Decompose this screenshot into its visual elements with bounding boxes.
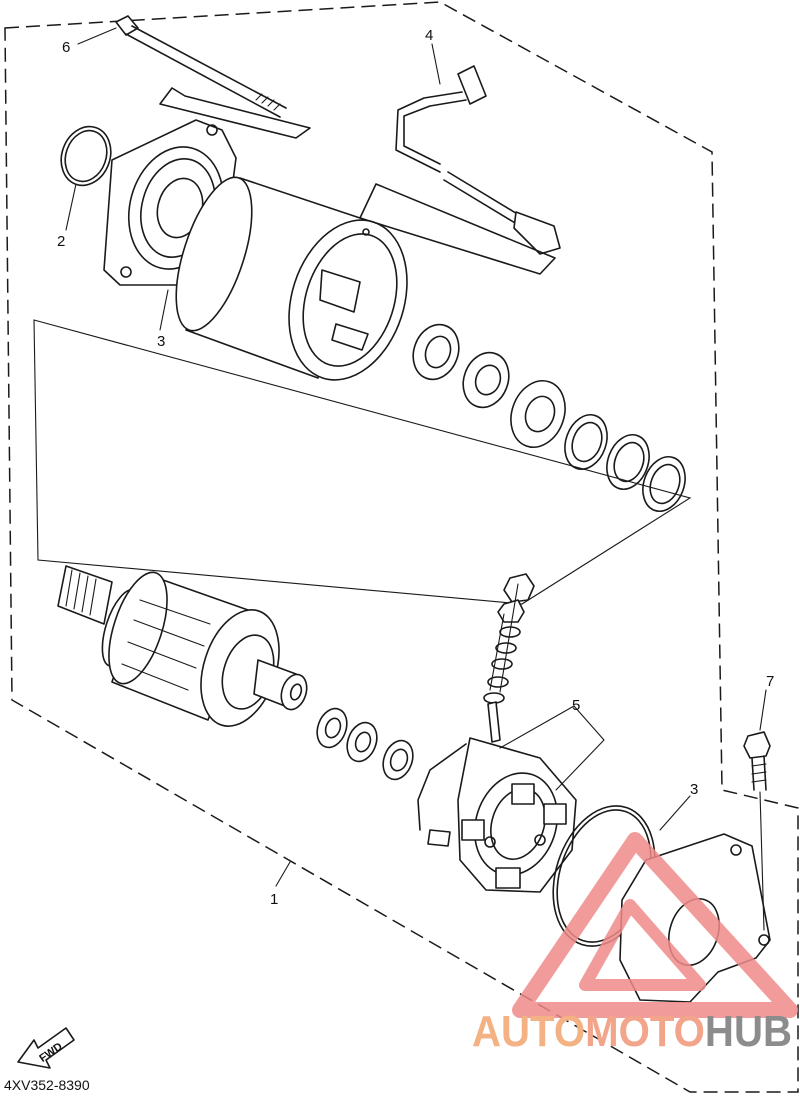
diagram-part-code: 4XV352-8390 <box>4 1077 90 1093</box>
callout-3-front: 3 <box>157 333 165 350</box>
washer-4 <box>606 434 650 490</box>
watermark-logo-icon <box>512 832 798 1018</box>
leader-1 <box>275 861 291 887</box>
leader-4 <box>431 43 441 85</box>
brush-callout-lines <box>499 705 605 791</box>
callout-2: 2 <box>57 233 65 250</box>
callout-4: 4 <box>425 27 433 44</box>
callout-1: 1 <box>270 891 278 908</box>
shim-1 <box>316 707 348 749</box>
watermark-word-hub: HUB <box>705 1007 792 1056</box>
washer-1 <box>462 351 510 409</box>
shim-2 <box>346 721 378 763</box>
watermark-word-moto: MOTO <box>585 1007 705 1056</box>
watermark-wordmark: AUTOMOTOHUB <box>472 1007 792 1056</box>
leader-3b <box>659 795 691 831</box>
callout-3-rear: 3 <box>690 781 698 798</box>
short-bolt <box>743 731 771 791</box>
stack-axis <box>489 583 519 693</box>
armature <box>57 565 308 727</box>
lead-wire <box>395 65 561 255</box>
washer-3 <box>564 414 608 470</box>
leader-7 <box>759 689 767 731</box>
leader-3a <box>159 289 169 331</box>
watermark-word-auto: AUTO <box>472 1007 585 1056</box>
bolt-tag <box>159 87 311 139</box>
callout-7: 7 <box>766 673 774 690</box>
callout-5: 5 <box>572 697 580 714</box>
washer-5 <box>642 456 686 512</box>
brush-holder <box>417 701 577 893</box>
shim-3 <box>382 739 414 781</box>
leader-6 <box>77 27 117 45</box>
forward-arrow-icon: FWD <box>17 1027 75 1069</box>
assembly-boundary <box>4 1 799 1093</box>
lead-wire-tag <box>359 183 556 275</box>
nut-stack <box>483 573 535 704</box>
bolt7-guide <box>759 791 765 931</box>
long-bolt <box>115 15 287 118</box>
bearing <box>412 323 460 381</box>
leader-2 <box>65 183 77 231</box>
callout-6: 6 <box>62 39 70 56</box>
washer-2 <box>510 380 566 448</box>
group-bracket <box>33 319 692 605</box>
